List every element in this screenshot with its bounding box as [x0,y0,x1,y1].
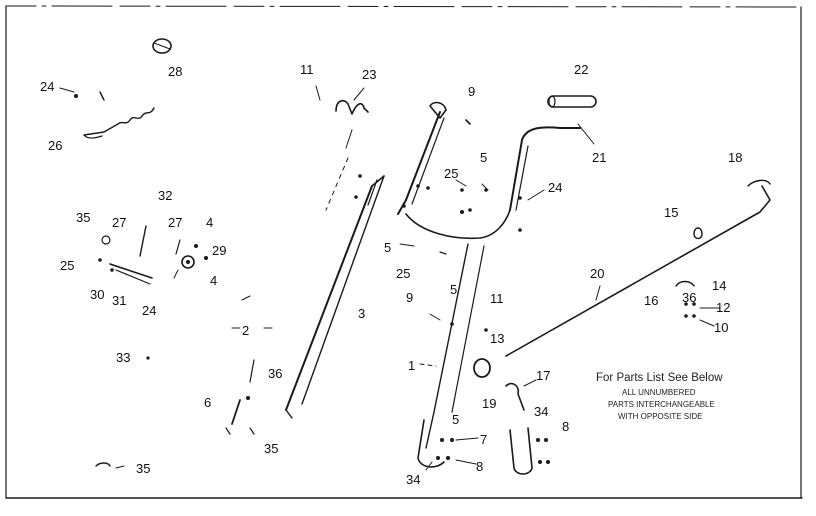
callout-4: 4 [210,273,217,288]
callout-29: 29 [212,243,226,258]
callout-36: 36 [268,366,282,381]
callout-18: 18 [728,150,742,165]
callout-17: 17 [536,368,550,383]
note-line-1: For Parts List See Below [596,372,723,384]
callout-27: 27 [112,215,126,230]
callout-31: 31 [112,293,126,308]
callout-9: 9 [468,84,475,99]
part-bracket-23 [315,85,369,115]
callout-19: 19 [482,396,496,411]
callout-25: 25 [60,258,74,273]
part-lower-frame [417,243,550,475]
callout-24: 24 [548,180,562,195]
callout-5: 5 [480,150,487,165]
callout-15: 15 [664,205,678,220]
callout-23: 23 [362,67,376,82]
note-line-4: WITH OPPOSITE SIDE [618,412,702,421]
callout-8: 8 [562,419,569,434]
callout-16: 16 [644,293,658,308]
part-handle-tube-3 [285,129,385,419]
callout-24: 24 [142,303,156,318]
callout-24: 24 [40,79,54,94]
callout-27: 27 [168,215,182,230]
callout-35: 35 [76,210,90,225]
callout-5: 5 [450,282,457,297]
callout-14: 14 [712,278,726,293]
part-latch-assembly-left [98,225,208,285]
callout-5: 5 [452,412,459,427]
callout-33: 33 [116,350,130,365]
callout-3: 3 [358,306,365,321]
callout-1: 1 [408,358,415,373]
callout-2: 2 [242,323,249,338]
callout-20: 20 [590,266,604,281]
callout-13: 13 [490,331,504,346]
callout-9: 9 [406,290,413,305]
diagram-frame [5,5,803,499]
leader-lines [241,123,721,471]
callout-32: 32 [158,188,172,203]
callout-11: 11 [300,62,314,77]
callout-11: 11 [490,291,504,306]
callout-26: 26 [48,138,62,153]
part-clip-28 [152,38,172,54]
part-control-rod-20 [505,179,771,357]
callout-6: 6 [204,395,211,410]
part-lower-left-hardware [95,327,273,469]
callout-34: 34 [534,404,548,419]
callout-22: 22 [574,62,588,77]
callout-5: 5 [384,240,391,255]
callout-12: 12 [716,300,730,315]
part-spring-26 [59,87,155,139]
callout-25: 25 [396,266,410,281]
callout-8: 8 [476,459,483,474]
callout-35: 35 [136,461,150,476]
part-upper-handle [397,101,581,255]
note-line-2: ALL UNNUMBERED [622,388,696,397]
callout-labels: 28 24 26 11 23 9 22 21 5 25 24 18 32 35 … [40,62,742,487]
callout-4: 4 [206,215,213,230]
part-grip-22 [547,95,597,108]
parts-note: For Parts List See Below ALL UNNUMBERED … [596,372,723,421]
callout-10: 10 [714,320,728,335]
note-line-3: PARTS INTERCHANGEABLE [608,400,715,409]
callout-30: 30 [90,287,104,302]
callout-21: 21 [592,150,606,165]
callout-34: 34 [406,472,420,487]
callout-25: 25 [444,166,458,181]
part-clip-14-16 [675,280,696,318]
callout-7: 7 [480,432,487,447]
callout-35: 35 [264,441,278,456]
callout-36: 36 [682,290,696,305]
callout-28: 28 [168,64,182,79]
